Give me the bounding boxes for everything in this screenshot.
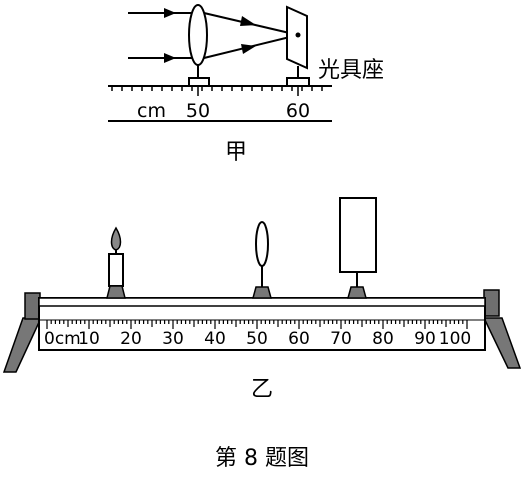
incoming-rays <box>128 12 196 59</box>
bench-legs <box>2 317 522 373</box>
ruler-tick-marks <box>46 320 468 329</box>
scale-label-60: 60 <box>286 100 310 122</box>
ray-arrowheads <box>164 8 176 63</box>
ruler-label: 100 <box>439 329 471 349</box>
converging-arrowheads <box>240 16 256 54</box>
caption-b: 乙 <box>251 377 273 402</box>
lens-stand <box>188 65 210 87</box>
ruler-label: 20 <box>120 329 142 349</box>
figure-a: cm 50 60 光具座 甲 <box>108 4 384 165</box>
bench-top-strip <box>38 297 486 307</box>
ruler-label: 30 <box>162 329 184 349</box>
ruler-label: 90 <box>414 329 436 349</box>
converging-rays <box>203 12 299 59</box>
caption-a: 甲 <box>225 140 247 165</box>
convex-lens-b <box>255 221 269 267</box>
ruler-label: 10 <box>78 329 100 349</box>
ruler-label: 80 <box>372 329 394 349</box>
ruler-label: 0cm <box>44 329 81 349</box>
unit-label: cm <box>137 100 166 122</box>
ruler-label: 60 <box>288 329 310 349</box>
screen-stand <box>286 66 310 87</box>
screen-holder <box>347 286 367 299</box>
ruler-label: 50 <box>246 329 268 349</box>
candle-flame <box>110 226 122 251</box>
ruler-label: 70 <box>330 329 352 349</box>
candle <box>108 248 124 287</box>
screen-a <box>286 5 308 70</box>
focal-point <box>295 32 301 38</box>
holder-label: 光具座 <box>318 58 384 83</box>
lens-holder <box>252 286 272 299</box>
scale-label-50: 50 <box>186 100 210 122</box>
candle-holder <box>106 285 126 299</box>
figure-caption: 第 8 题图 <box>215 446 309 471</box>
bench-tick-marks <box>111 86 323 96</box>
screen-b <box>339 197 377 273</box>
ruler-label: 40 <box>204 329 226 349</box>
